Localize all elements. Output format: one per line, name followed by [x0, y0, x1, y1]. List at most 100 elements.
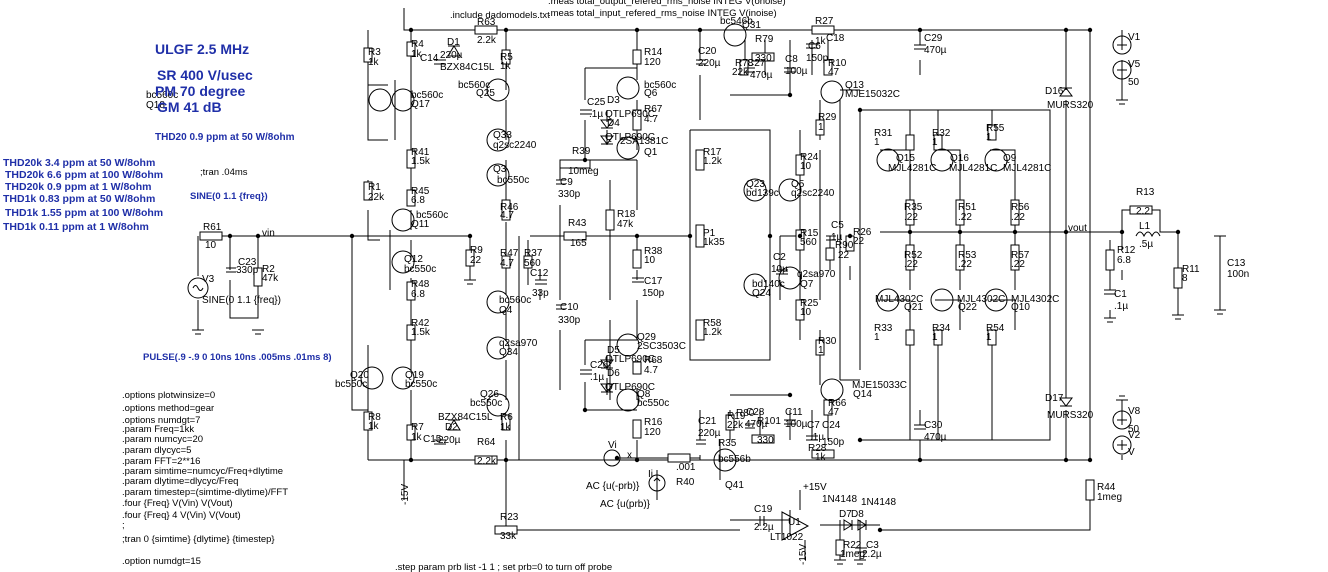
component-label: C29 — [924, 33, 943, 44]
component-label: R66 — [828, 398, 847, 409]
performance-note: THD20 0.9 ppm at 50 W/8ohm — [155, 132, 295, 143]
component-label: R24 — [800, 152, 819, 163]
component-label: Ii — [648, 469, 653, 480]
spice-directive: .four {Freq} V(Vin) V(Vout) — [122, 498, 233, 509]
performance-note: PM 70 degree — [155, 83, 245, 99]
components — [187, 23, 1226, 565]
component-label: 1 — [818, 345, 824, 356]
component-label: R42 — [411, 318, 430, 329]
component-label: MJL4281C — [888, 163, 936, 174]
component-label: 2.2k — [477, 456, 497, 467]
component-label: D5 — [607, 345, 620, 356]
component-label: AC {u(-prb)} — [586, 481, 640, 492]
component-label: C25 — [587, 97, 606, 108]
component-label: R14 — [644, 47, 663, 58]
component-label: R6 — [500, 412, 513, 423]
component-label: .22 — [1011, 259, 1025, 270]
component-label: 2.2k — [477, 35, 497, 46]
component-label: .1µ — [1114, 301, 1128, 312]
component-label: R90 — [835, 240, 854, 251]
component-label: R30 — [818, 336, 837, 347]
component-label: bc560c — [458, 80, 490, 91]
component-label: q2sa970 — [797, 269, 836, 280]
performance-note: THD20k 0.9 ppm at 1 W/8ohm — [5, 181, 151, 193]
spice-directive: .param Freq=1kk — [122, 424, 194, 435]
component-label: D17 — [1045, 393, 1064, 404]
component-label: 1 — [986, 132, 992, 143]
component-label: QTLP690C — [605, 109, 655, 120]
component-label: Q18 — [146, 100, 165, 111]
component-label: bc560c — [411, 90, 443, 101]
component-label: R34 — [932, 323, 951, 334]
component-label: R11 — [1182, 264, 1200, 275]
component-label: R63 — [477, 17, 496, 28]
component-label: R9 — [470, 245, 483, 256]
performance-note: PULSE(.9 -.9 0 10ns 10ns .005ms .01ms 8) — [143, 352, 332, 363]
component-label: 150p — [822, 437, 845, 448]
component-label: SINE(0 1.1 {freq}) — [202, 295, 281, 306]
component-label: 1 — [874, 137, 880, 148]
component-label: 1meg — [840, 549, 865, 560]
component-label: D3 — [607, 95, 620, 106]
component-label: 1.5k — [411, 327, 431, 338]
component-label: R16 — [644, 417, 663, 428]
component-label: MJL4281C — [949, 163, 997, 174]
component-label: Q12 — [404, 254, 423, 265]
component-label: C26 — [590, 360, 609, 371]
component-label: C19 — [754, 504, 773, 515]
component-label: R56 — [1011, 202, 1030, 213]
component-label: 100µ — [785, 66, 808, 77]
component-label: Q29 — [637, 332, 656, 343]
component-label: 1N4148 — [861, 497, 896, 508]
component-label: 2.2 — [1136, 206, 1150, 217]
component-label: R8 — [368, 412, 381, 423]
component-label: MJL4302C — [1011, 294, 1059, 305]
component-label: 165 — [570, 238, 587, 249]
component-label: .1µ — [810, 432, 824, 443]
component-label: Q41 — [725, 480, 744, 491]
component-label: R48 — [411, 279, 430, 290]
component-label: 330p — [558, 315, 581, 326]
component-label: 100µ — [785, 419, 808, 430]
component-label: 560 — [800, 237, 817, 248]
component-label: R79 — [755, 34, 774, 45]
component-label: Q20 — [350, 370, 369, 381]
component-label: 10µ — [771, 264, 788, 275]
component-label: 2.2µ — [754, 522, 774, 533]
component-label: V1 — [1128, 32, 1141, 43]
component-label: Q8 — [637, 389, 651, 400]
component-label: 330 — [757, 435, 774, 446]
component-label: bc560c — [499, 295, 531, 306]
component-label: D1 — [447, 37, 460, 48]
component-labels: R31kR41kC14D1220µBZX84C15LR632.2kR51kbc5… — [146, 16, 1249, 560]
component-label: x — [627, 450, 632, 461]
component-label: BZX84C15L — [440, 62, 495, 73]
component-label: R41 — [411, 147, 430, 158]
component-label: R38 — [644, 246, 663, 257]
performance-note: THD1k 1.55 ppm at 100 W/8ohm — [5, 207, 163, 219]
spice-directive: .param dlytime=dlycyc/Freq — [122, 476, 238, 487]
component-label: Q14 — [853, 389, 872, 400]
component-label: 470µ — [924, 432, 947, 443]
component-label: C14 — [420, 53, 439, 64]
component-label: QTLP690C — [605, 382, 655, 393]
component-label: R19 — [727, 411, 746, 422]
component-label: bc550c — [470, 398, 502, 409]
component-label: .1µ — [589, 109, 603, 120]
component-label: R101 — [757, 416, 781, 427]
component-label: D6 — [607, 368, 620, 379]
component-label: 22k — [732, 67, 749, 78]
component-label: R23 — [500, 512, 519, 523]
component-label: 1meg — [1097, 492, 1122, 503]
spice-directive: .param timestep=(simtime-dlytime)/FFT — [122, 487, 288, 498]
component-label: 47 — [828, 67, 840, 78]
component-label: MURS320 — [1047, 410, 1094, 421]
component-label: R44 — [1097, 482, 1116, 493]
component-label: D16 — [1045, 86, 1064, 97]
component-label: Q5 — [791, 179, 805, 190]
spice-directive: .param simtime=numcyc/Freq+dlytime — [122, 466, 283, 477]
component-label: 22k — [368, 192, 385, 203]
component-label: C2 — [773, 252, 786, 263]
